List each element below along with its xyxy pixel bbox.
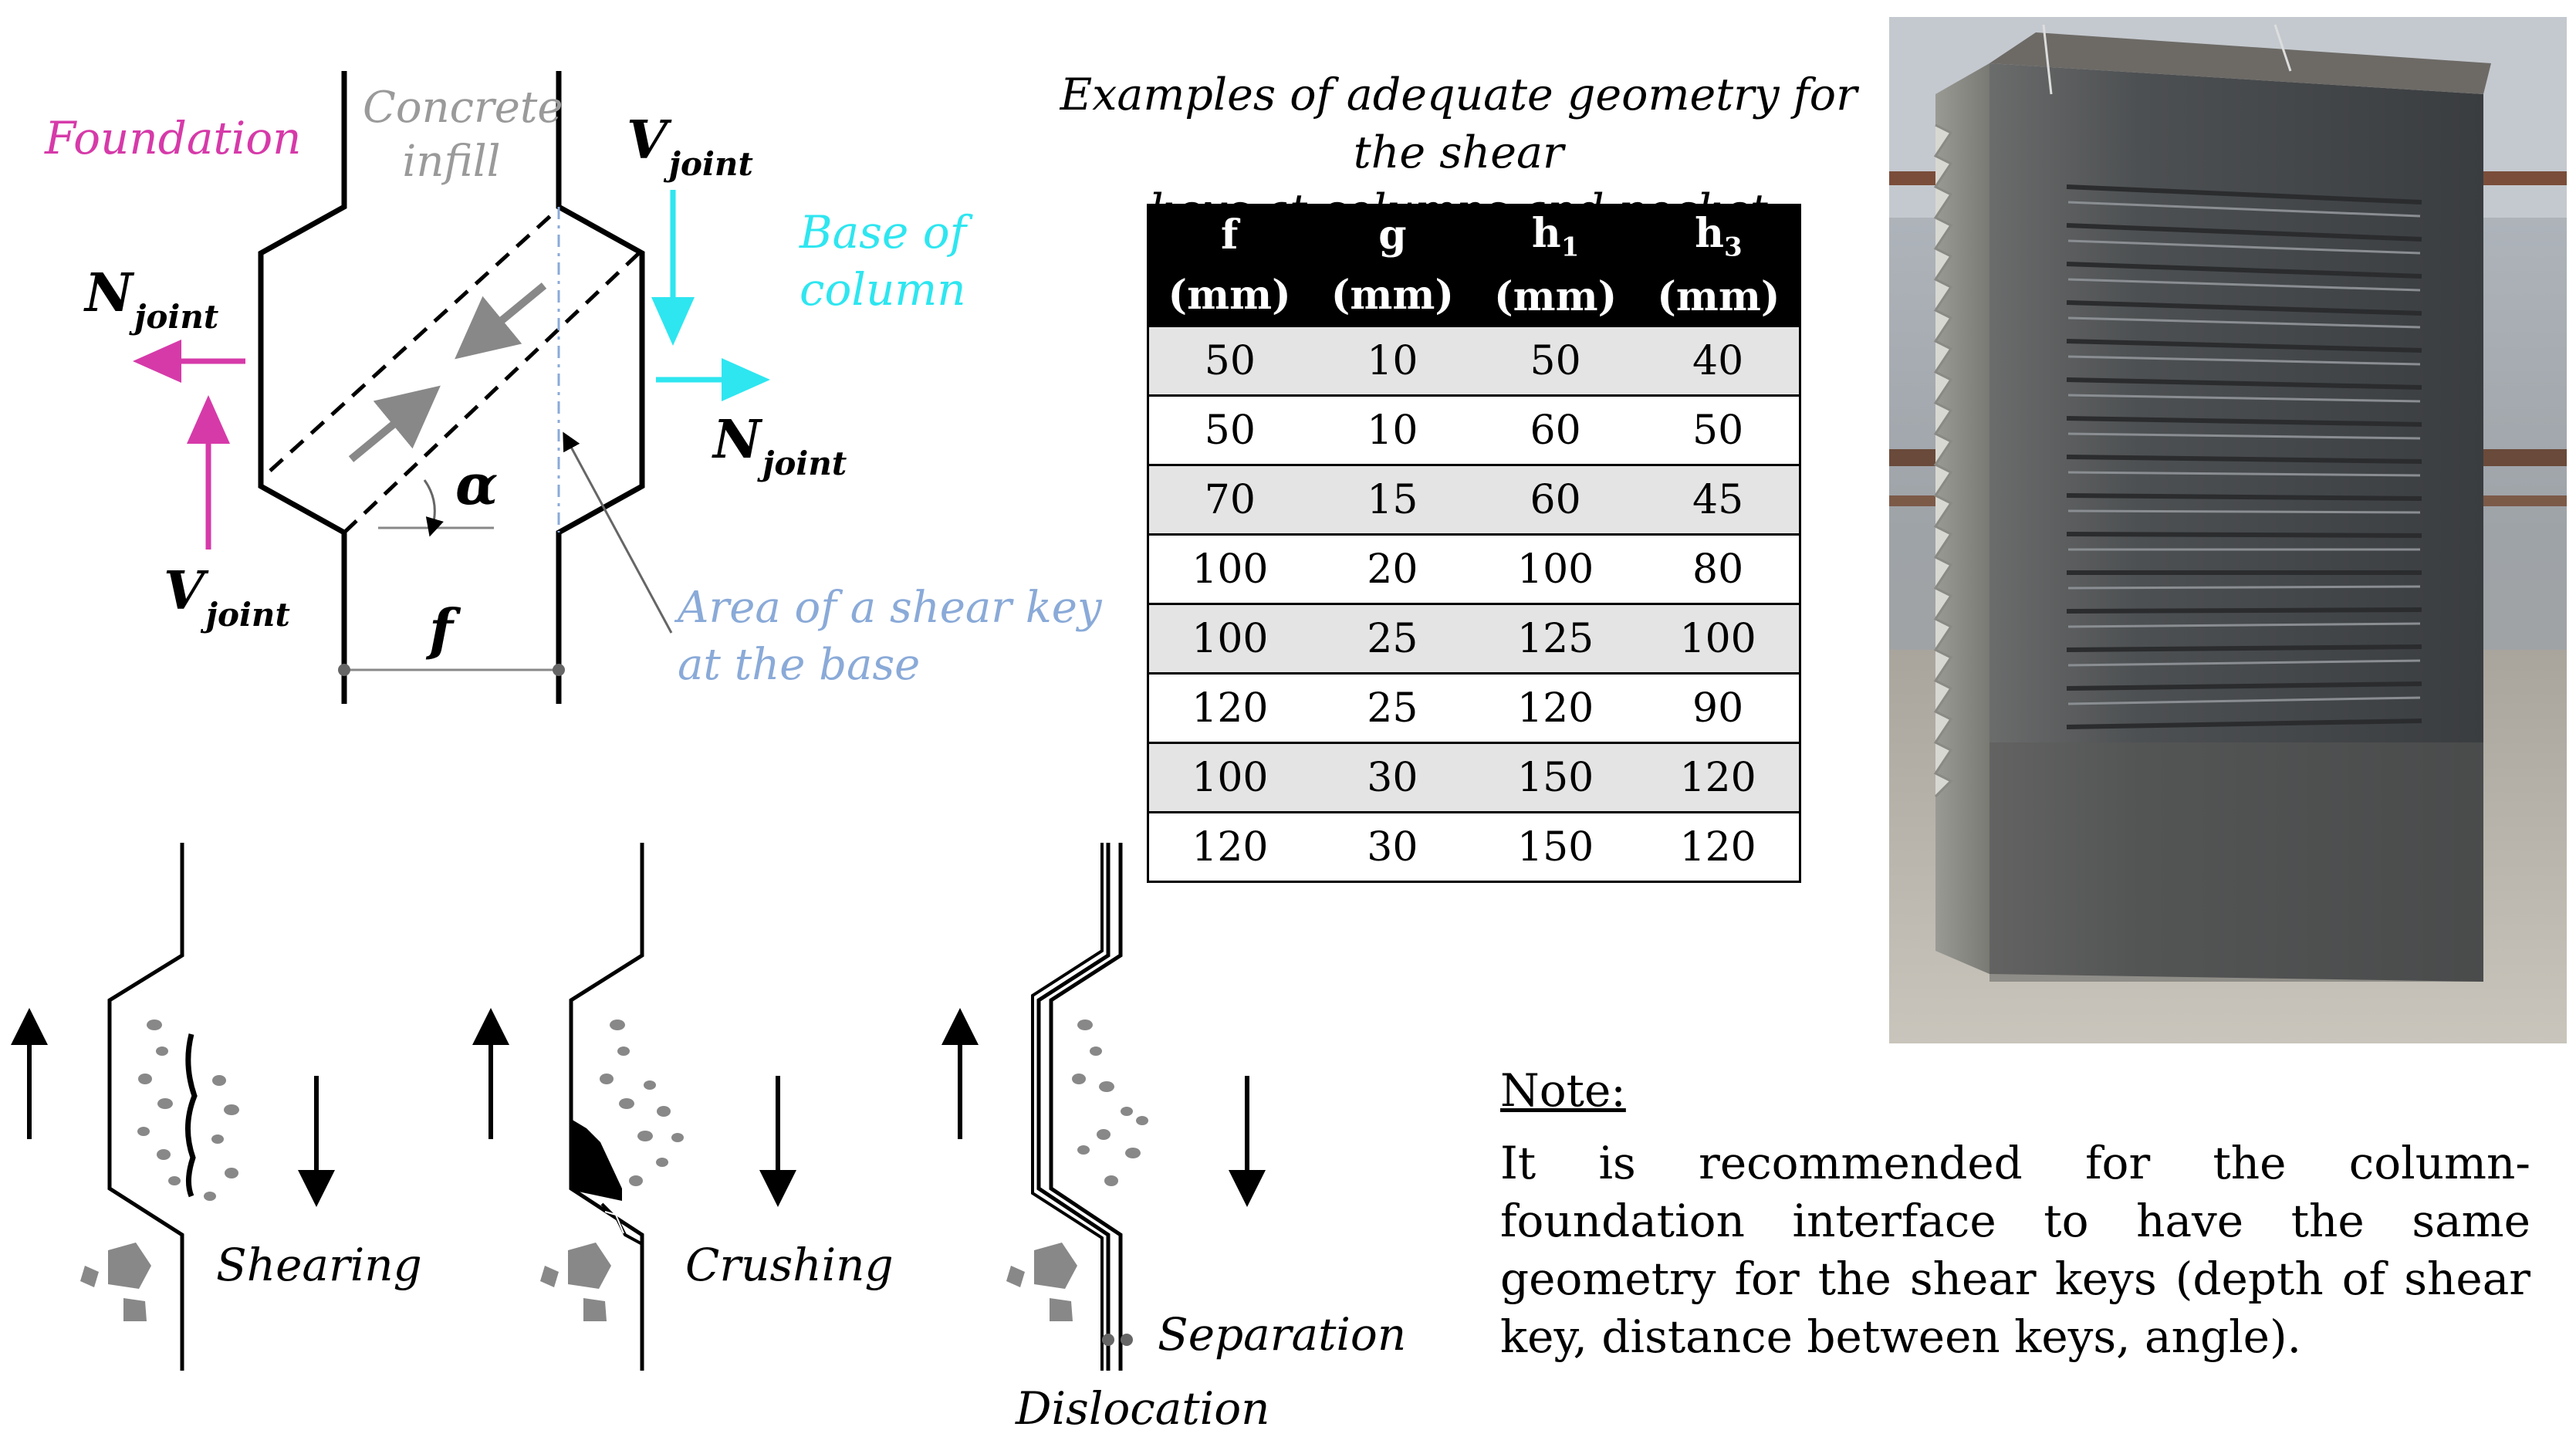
alpha-label: α [455,451,499,517]
table-cell: 10 [1310,394,1474,466]
header-h3: h3(mm) [1635,204,1802,327]
table-cell: 150 [1474,811,1638,883]
table-cell: 50 [1637,394,1800,466]
table-cell: 120 [1148,672,1311,744]
crushing-failure-sketch [472,843,796,1371]
table-cell: 20 [1310,533,1474,605]
table-cell: 100 [1637,603,1800,675]
table-cell: 120 [1637,811,1800,883]
table-cell: 45 [1637,464,1800,536]
foundation-outline [258,71,347,704]
separation-label: Separation [1158,1308,1407,1361]
n-joint-right-label: Njoint [713,409,847,482]
table-cell: 80 [1637,533,1800,605]
v-joint-top-label: Vjoint [627,110,753,183]
crushing-label: Crushing [685,1239,894,1291]
shearing-failure-sketch [11,843,335,1371]
shear-arrow-up [348,385,441,462]
table-cell: 100 [1148,533,1311,605]
table-cell: 125 [1474,603,1638,675]
table-cell: 30 [1310,742,1474,813]
table-cell: 10 [1310,325,1474,397]
separation-failure-sketch [941,843,1266,1371]
table-cell: 50 [1148,325,1311,397]
table-cell: 120 [1637,742,1800,813]
table-cell: 100 [1148,603,1311,675]
table-cell: 100 [1148,742,1311,813]
area-shear-key-label: Area of a shear key at the base [678,583,1102,690]
header-g: g(mm) [1310,204,1476,327]
shearing-label: Shearing [216,1239,422,1291]
table-cell: 150 [1474,742,1638,813]
concrete-infill-label: Concrete infill [363,83,563,187]
v-joint-bottom-label: Vjoint [164,560,290,634]
foundation-label: Foundation [45,112,302,164]
table-cell: 70 [1148,464,1311,536]
note-title: Note: [1500,1064,1626,1117]
area-leader-line [563,431,673,634]
header-h1: h1(mm) [1472,204,1638,327]
note-text: It is recommended for the column-foundat… [1500,1137,2530,1363]
table-cell: 25 [1310,672,1474,744]
base-of-column-label: Base of column [800,206,967,316]
table-cell: 50 [1474,325,1638,397]
table-cell: 100 [1474,533,1638,605]
shear-plane-upper [269,207,560,472]
table-cell: 25 [1310,603,1474,675]
shear-arrow-down [455,282,547,360]
table-cell: 120 [1148,811,1311,883]
photo-illustration [1889,17,2567,1043]
table-cell: 60 [1474,464,1638,536]
table-cell: 40 [1637,325,1800,397]
dislocation-label: Dislocation [1016,1382,1270,1435]
table-cell: 90 [1637,672,1800,744]
table-cell: 50 [1148,394,1311,466]
table-header-row: f(mm) g(mm) h1(mm) h3(mm) [1146,204,1802,327]
alpha-arc [423,479,444,537]
header-f: f(mm) [1146,204,1313,327]
table-cell: 120 [1474,672,1638,744]
shear-plane-lower [343,250,642,534]
f-label: f [429,597,453,662]
table-cell: 60 [1474,394,1638,466]
table-cell: 30 [1310,811,1474,883]
shear-key-formwork-photo [1889,17,2567,1043]
n-joint-left-label: Njoint [85,262,219,336]
table-cell: 15 [1310,464,1474,536]
column-outline [556,71,645,704]
